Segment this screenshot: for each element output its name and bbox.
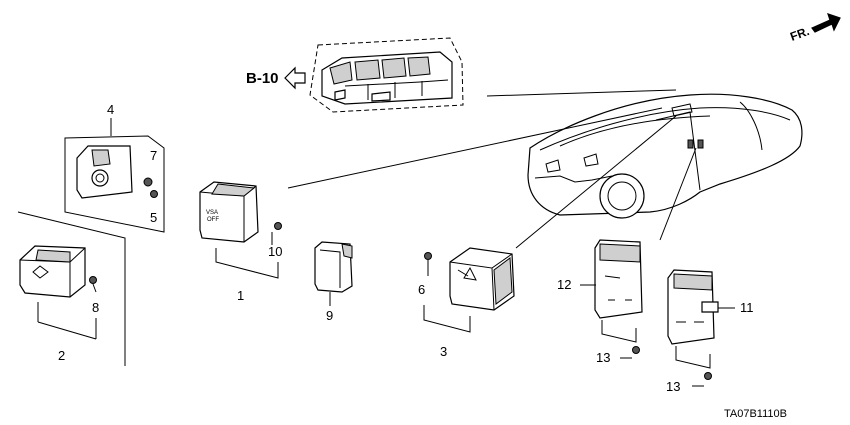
callout-12: 12 (557, 277, 571, 292)
callout-8: 8 (92, 300, 99, 315)
part-2-switch (17, 211, 126, 366)
callout-7: 7 (150, 148, 157, 163)
part-1-vsa-switch: VSA OFF (199, 181, 282, 279)
leader-panel-to-car (486, 89, 677, 97)
diagram-code: TA07B1110B (724, 408, 787, 420)
part-9-blank (314, 241, 353, 306)
callout-9: 9 (326, 308, 333, 323)
leader-3-to-car (515, 115, 677, 249)
vehicle-outline (527, 93, 803, 219)
callout-13-upper: 13 (596, 350, 610, 365)
front-label: FR. (788, 24, 811, 44)
switch-panel-assembly (309, 37, 464, 113)
part-12-switch (580, 239, 643, 359)
leader-11-12-to-car (659, 147, 697, 241)
front-direction-indicator: FR. (788, 13, 841, 44)
vsa-label-line2: OFF (207, 217, 219, 223)
callout-1: 1 (237, 288, 244, 303)
callout-3: 3 (440, 344, 447, 359)
reference-b10: B-10 (246, 66, 306, 90)
part-4-group (64, 118, 165, 233)
callout-11: 11 (740, 300, 754, 315)
callout-5: 5 (150, 210, 157, 225)
callout-10: 10 (268, 244, 282, 259)
part-11-switch (667, 269, 735, 387)
callout-13-lower: 13 (666, 379, 680, 394)
callout-4: 4 (107, 102, 114, 117)
callout-6: 6 (418, 282, 425, 297)
vsa-label-line1: VSA (206, 210, 218, 216)
leader-1-to-car (287, 107, 663, 189)
part-3-hazard-switch (423, 247, 515, 333)
reference-label: B-10 (246, 70, 279, 87)
front-arrow-icon (811, 13, 841, 33)
callout-2: 2 (58, 348, 65, 363)
reference-arrow-icon (284, 66, 306, 90)
